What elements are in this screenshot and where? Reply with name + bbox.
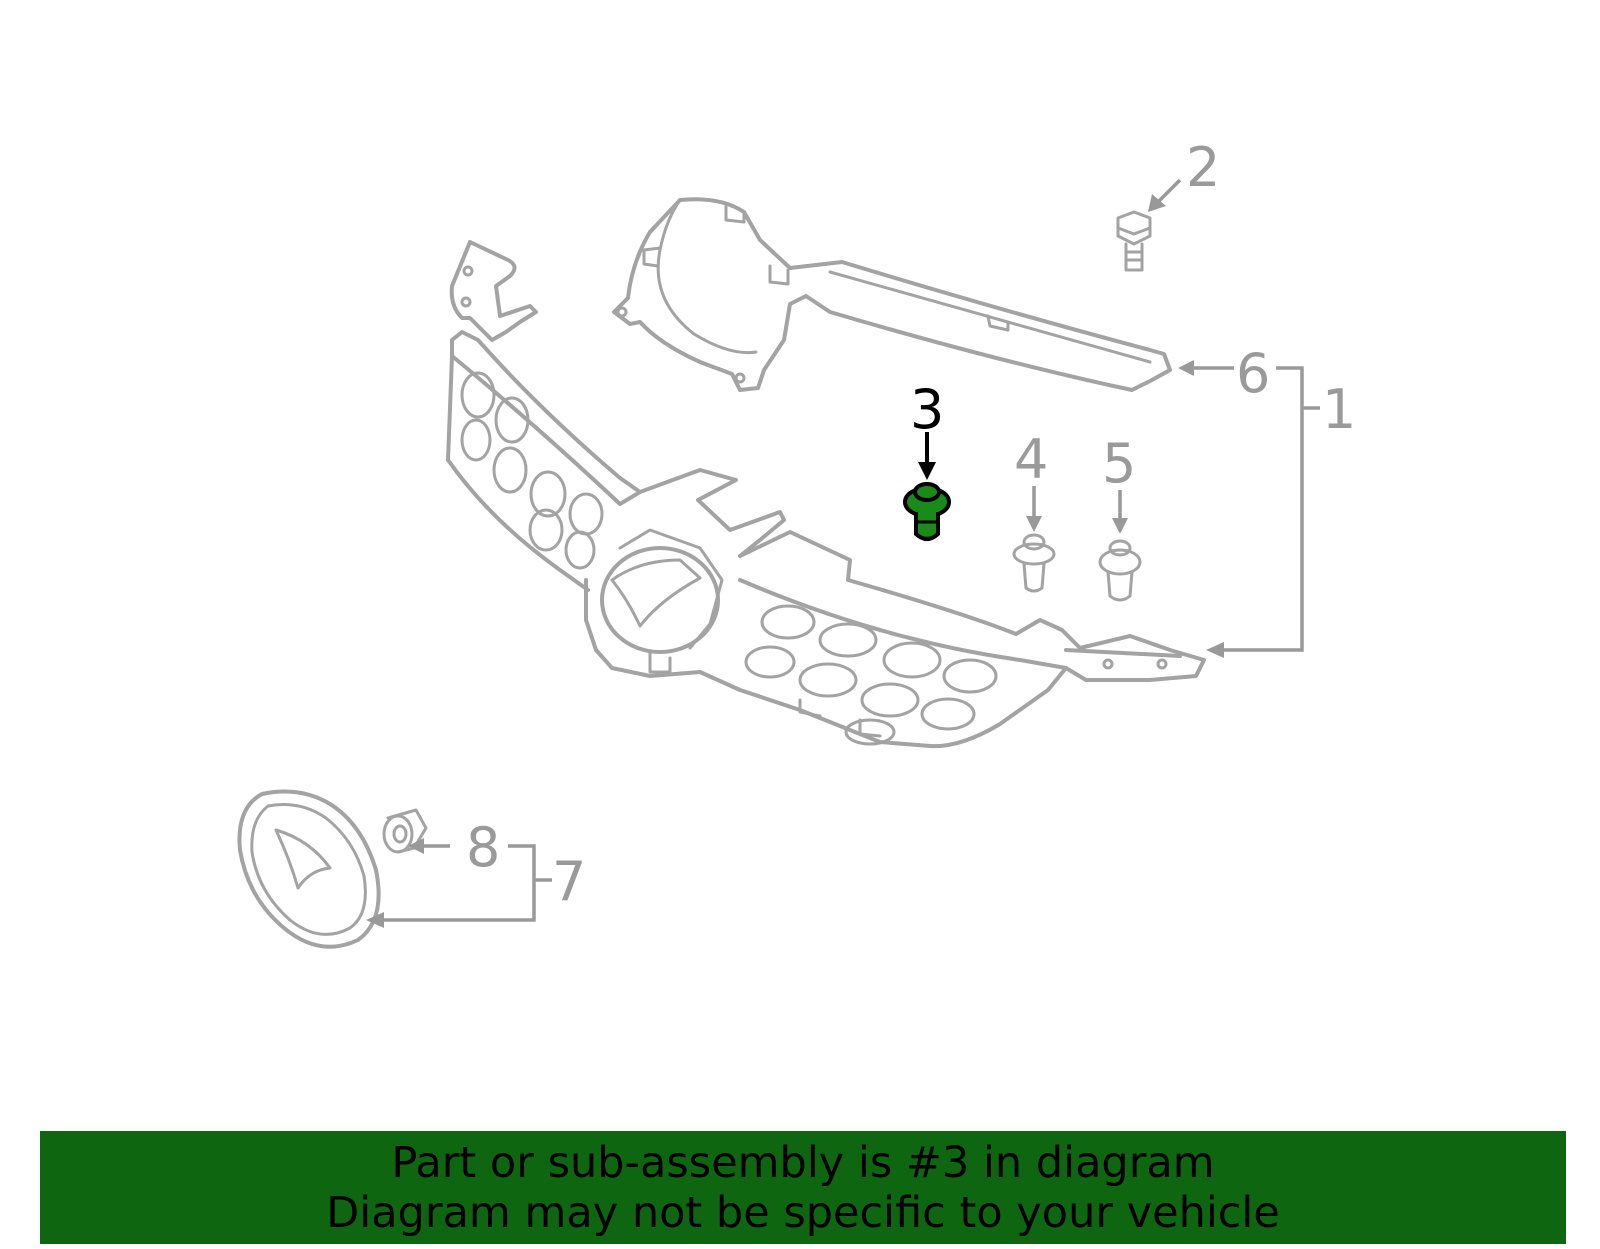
clip-part-8 xyxy=(382,808,428,854)
banner-line-disclaimer: Diagram may not be specific to your vehi… xyxy=(326,1187,1280,1238)
bolt-part-2 xyxy=(1116,210,1152,272)
callout-3: 3 xyxy=(910,378,944,441)
callout-5: 5 xyxy=(1102,432,1136,495)
grille-assembly xyxy=(446,240,1206,749)
callout-7: 7 xyxy=(552,850,586,913)
info-banner: Part or sub-assembly is #3 in diagram Di… xyxy=(40,1131,1566,1244)
banner-line-part-number: Part or sub-assembly is #3 in diagram xyxy=(391,1137,1215,1188)
callout-6: 6 xyxy=(1236,342,1270,405)
emblem-part-7 xyxy=(237,789,381,949)
leader-active-3 xyxy=(918,432,936,480)
callout-4: 4 xyxy=(1014,428,1048,491)
highlighted-bolt-part-3 xyxy=(903,482,951,541)
clip-part-4 xyxy=(1012,533,1056,593)
callout-1: 1 xyxy=(1322,378,1356,441)
callout-8: 8 xyxy=(466,816,500,879)
callout-2: 2 xyxy=(1186,136,1220,199)
upper-bracket-part-6 xyxy=(612,197,1172,392)
leader-lines xyxy=(366,178,1320,928)
clip-part-5 xyxy=(1098,539,1142,602)
